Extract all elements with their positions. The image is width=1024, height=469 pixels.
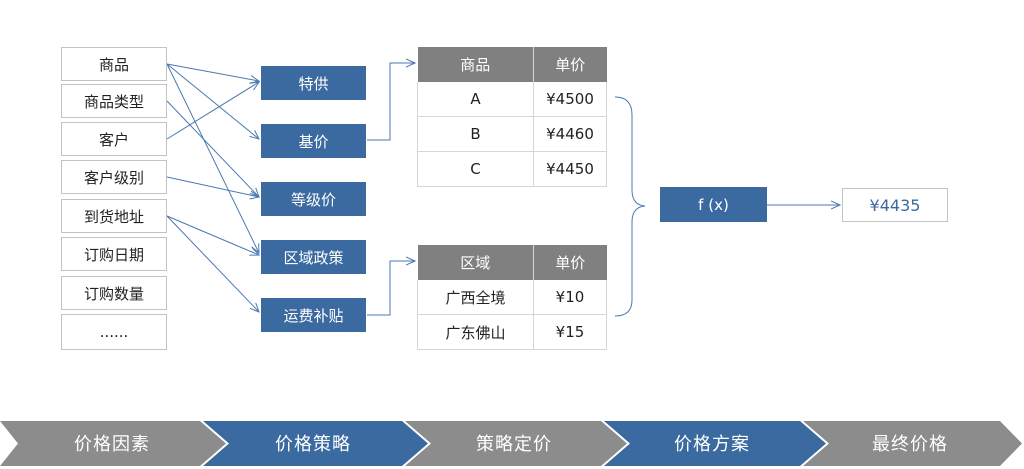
process-step-3 — [405, 421, 627, 466]
process-step-label: 价格因素 — [74, 434, 150, 455]
table-cell: ¥10 — [533, 280, 607, 315]
table-row: 广东佛山 ¥15 — [417, 314, 607, 350]
table-row: 广西全境 ¥10 — [417, 280, 607, 315]
table-cell: B — [417, 116, 534, 152]
factor-delivery-address: 到货地址 — [61, 199, 167, 233]
strategy-special-supply: 特供 — [261, 66, 366, 100]
process-step-label: 最终价格 — [872, 434, 948, 455]
strategy-level-price: 等级价 — [261, 182, 366, 216]
process-step-1 — [0, 421, 226, 466]
table-header: 单价 — [533, 245, 607, 280]
process-step-4 — [604, 421, 826, 466]
table-row: B ¥4460 — [417, 116, 607, 152]
process-step-2 — [203, 421, 428, 466]
table-cell: A — [417, 82, 534, 117]
final-price-box: ¥4435 — [842, 188, 948, 222]
table-cell: ¥15 — [533, 314, 607, 350]
table-row: A ¥4500 — [417, 82, 607, 117]
pricing-function-box: f (x) — [660, 187, 767, 222]
process-step-label: 策略定价 — [476, 434, 552, 455]
table-header: 区域 — [417, 245, 534, 280]
process-step-label: 价格策略 — [275, 434, 351, 455]
process-step-5 — [803, 421, 1022, 466]
factor-product: 商品 — [61, 47, 167, 81]
table-header: 商品 — [417, 47, 534, 82]
table-header: 单价 — [533, 47, 607, 82]
strategy-regional-policy: 区域政策 — [261, 240, 366, 274]
table-cell: C — [417, 151, 534, 187]
factor-customer-level: 客户级别 — [61, 160, 167, 194]
factor-more: ...... — [61, 314, 167, 350]
product-price-table: 商品 单价 A ¥4500 B ¥4460 C ¥4450 — [417, 47, 607, 187]
table-cell: 广西全境 — [417, 280, 534, 315]
factor-customer: 客户 — [61, 122, 167, 156]
strategy-freight-subsidy: 运费补贴 — [261, 298, 366, 332]
factor-product-type: 商品类型 — [61, 84, 167, 118]
table-row: C ¥4450 — [417, 151, 607, 187]
table-cell: ¥4500 — [533, 82, 607, 117]
table-cell: 广东佛山 — [417, 314, 534, 350]
table-cell: ¥4450 — [533, 151, 607, 187]
region-price-table: 区域 单价 广西全境 ¥10 广东佛山 ¥15 — [417, 245, 607, 350]
factor-order-quantity: 订购数量 — [61, 276, 167, 310]
factor-order-date: 订购日期 — [61, 237, 167, 271]
table-cell: ¥4460 — [533, 116, 607, 152]
strategy-base-price: 基价 — [261, 124, 366, 158]
process-step-label: 价格方案 — [674, 434, 750, 455]
table-header-row: 商品 单价 — [417, 47, 607, 82]
table-header-row: 区域 单价 — [417, 245, 607, 280]
